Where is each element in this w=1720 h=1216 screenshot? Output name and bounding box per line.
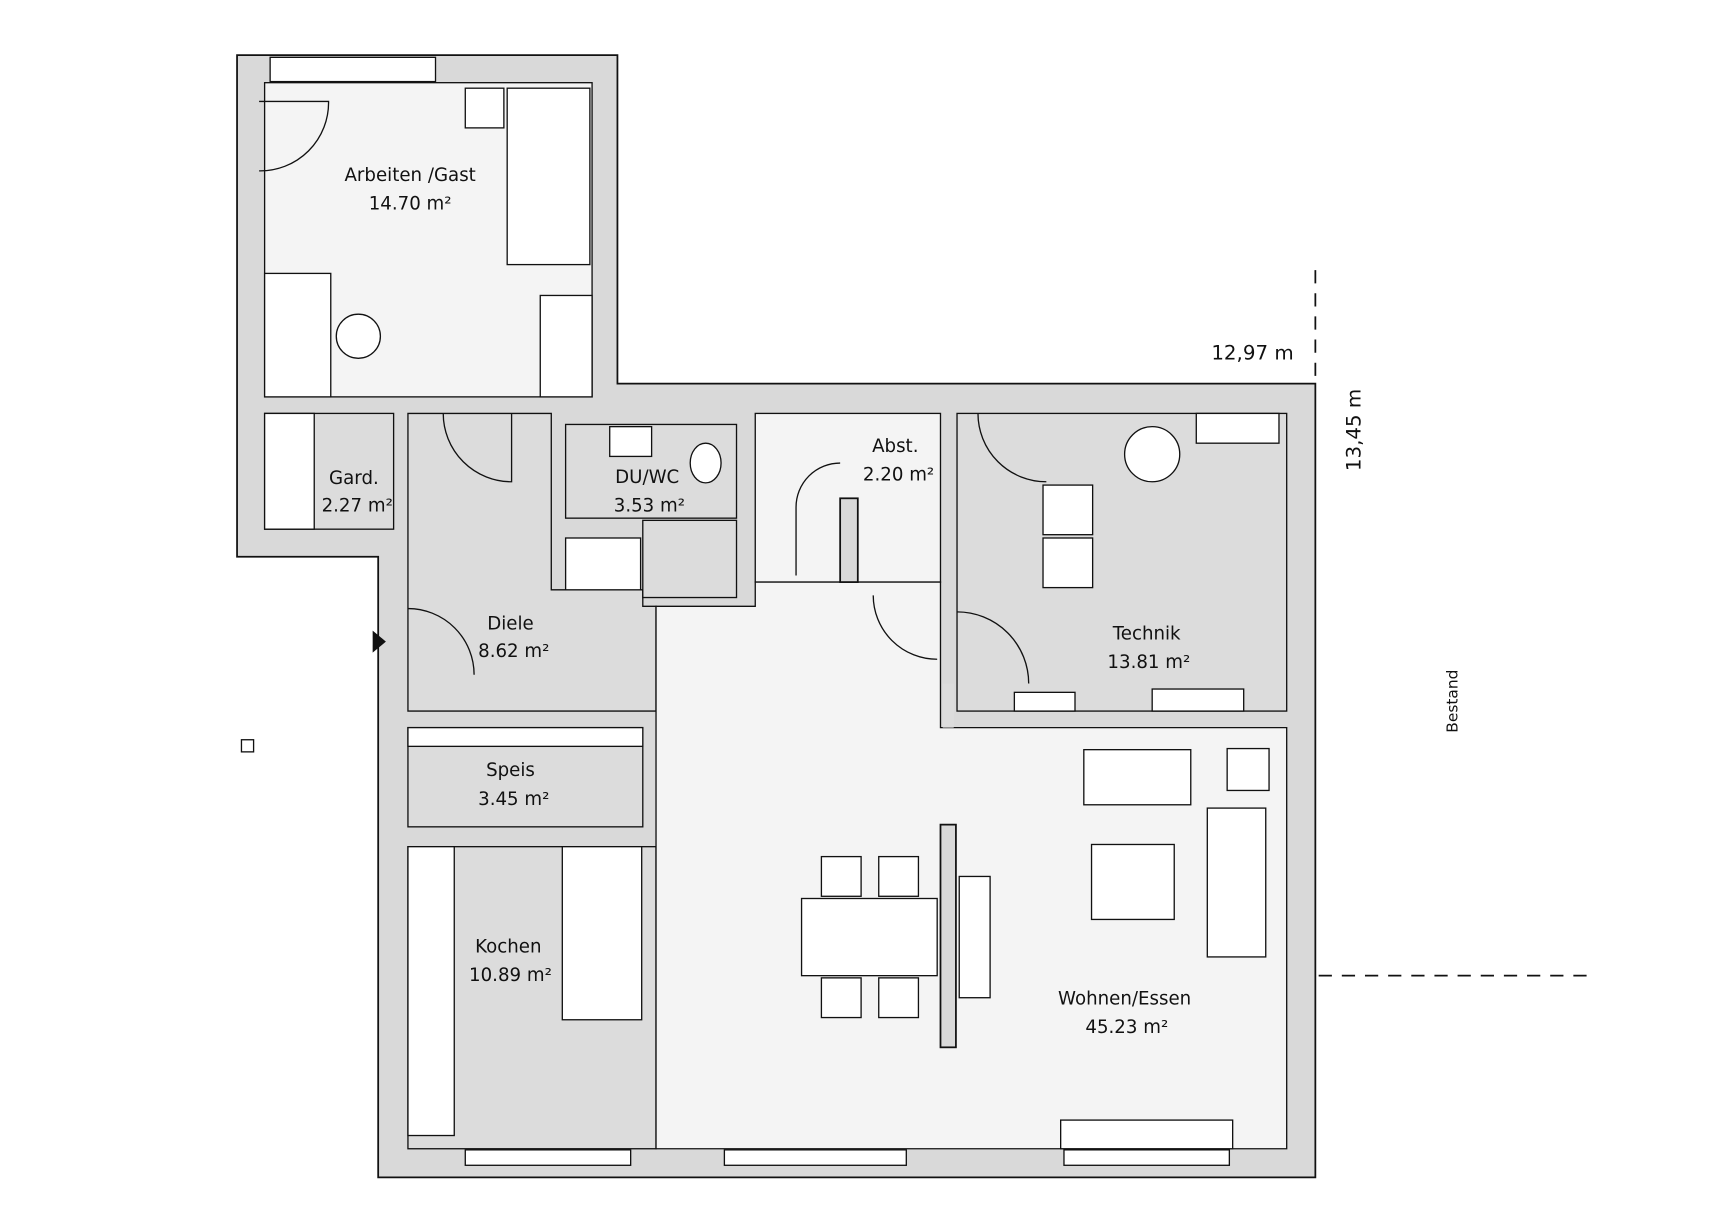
kitchen-island [561,846,643,1021]
room-wohnen-essen [655,581,1288,1150]
entrance-arrow-icon [372,630,386,653]
dryer [1042,537,1094,589]
room-area: 10.89 m² [469,965,552,986]
door-swing [872,595,938,660]
bed [506,87,591,266]
dining-chair [820,855,862,897]
room-area: 13.81 m² [1107,652,1190,673]
dimension-depth: 13,45 m [1343,389,1366,471]
stair-core [839,497,859,583]
du-wc-shower [642,519,738,599]
washer [1042,484,1094,536]
speis-shelf [407,726,644,748]
room-name: DU/WC [615,467,679,488]
cabinet [464,87,505,129]
dimension-width: 12,97 m [1211,341,1293,364]
room-area: 14.70 m² [369,193,452,214]
sink [609,425,653,458]
window [269,56,437,83]
sofa [1206,807,1267,958]
room-area: 2.20 m² [863,465,934,486]
window [1063,1149,1231,1166]
door-swing [957,611,1030,684]
neighbour-label: Bestand [1444,670,1462,733]
armchair [1083,749,1192,806]
kitchen-counter [407,846,455,1137]
tv-board [1060,1119,1234,1150]
door-swing [407,607,475,675]
dining-chair [878,977,920,1019]
room-diele [407,412,657,712]
wardrobe [263,412,315,530]
coffee-table [1090,843,1175,921]
room-name: Diele [487,613,534,634]
partition-wall [939,823,957,1049]
plant [1226,747,1270,792]
room-name: Wohnen/Essen [1058,988,1191,1009]
room-name: Arbeiten /Gast [344,165,475,186]
dining-chair [820,977,862,1019]
wall-technik [942,683,954,728]
toilet [689,442,722,484]
door-swing [977,413,1047,483]
room-name: Kochen [475,937,541,958]
door-swing [259,100,330,172]
stair-handrail [795,462,841,576]
room-name: Speis [486,760,535,781]
room-name: Technik [1112,623,1181,644]
technik-bench [1013,691,1076,712]
window [464,1149,632,1166]
chair [335,313,382,359]
marker-square [240,739,255,753]
room-area: 3.45 m² [478,789,549,810]
dining-table [800,897,938,977]
room-technik [956,412,1288,712]
technik-bench [1151,688,1245,712]
dining-chair [878,855,920,897]
room-area: 2.27 m² [322,496,393,517]
room-area: 8.62 m² [478,641,549,662]
boiler-tank [1123,425,1181,483]
room-area: 3.53 m² [614,496,685,517]
room-area: 45.23 m² [1085,1017,1168,1038]
shelf [564,537,642,591]
door-swing [442,413,513,483]
room-name: Abst. [872,436,918,457]
window [723,1149,907,1166]
technik-unit [1195,412,1280,444]
desk [263,272,332,398]
sideboard [958,875,991,999]
room-name: Gard. [329,468,379,489]
cabinet [539,294,593,398]
